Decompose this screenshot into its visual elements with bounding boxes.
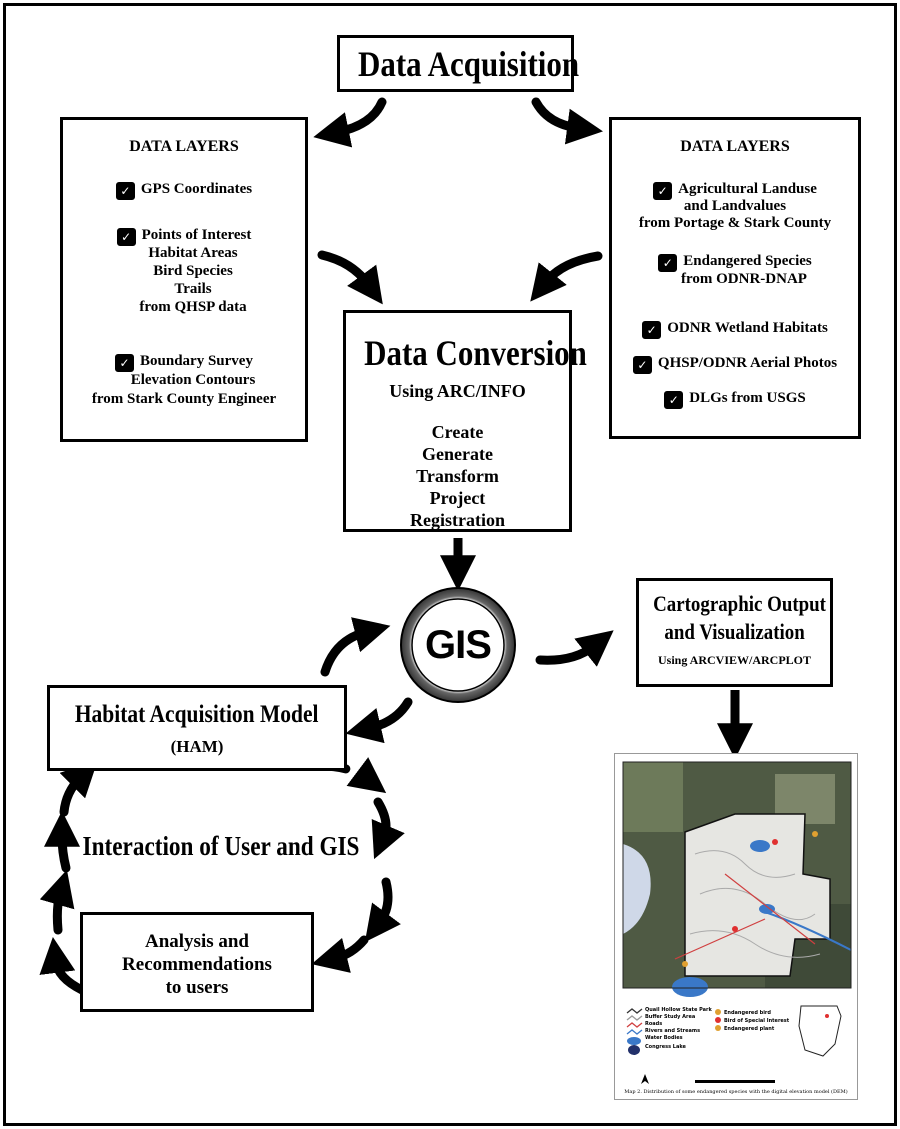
left-layer-poi-4: Trails (174, 281, 212, 297)
analysis-line-2: Recommendations (122, 954, 272, 975)
legend-item: Bird of Special Interest (724, 1018, 790, 1024)
checkbox-icon: ✓ (115, 354, 135, 372)
left-layer-survey-2: Elevation Contours (130, 372, 256, 388)
legend-item: Quail Hollow State Park (645, 1007, 712, 1013)
ham-box: Habitat Acquisition Model (HAM) (47, 685, 347, 771)
conversion-subtitle: Using ARC/INFO (389, 381, 526, 401)
conversion-step-transform: Transform (416, 466, 499, 486)
conversion-step-registration: Registration (410, 510, 505, 530)
legend-item: Rivers and Streams (645, 1028, 701, 1034)
title-box: Data Acquisition (337, 35, 580, 92)
ham-subtitle: (HAM) (170, 737, 224, 756)
arrow-cycle-right-2 (371, 797, 405, 860)
arrow-cycle-left-4 (59, 760, 98, 817)
arrow-left-to-conversion (317, 250, 383, 305)
outer-frame (3, 3, 897, 1126)
right-layer-species-1: ✓Endangered Species (612, 252, 858, 272)
left-layer-poi-1: ✓Points of Interest (63, 226, 305, 246)
output-subtitle: Using ARCVIEW/ARCPLOT (657, 653, 812, 667)
left-layer-gps: ✓GPS Coordinates (63, 180, 305, 200)
page-title: Data Acquisition (357, 44, 580, 84)
arrow-cycle-left-2 (39, 869, 75, 935)
checkbox-icon: ✓ (115, 182, 135, 200)
conversion-step-project: Project (429, 488, 486, 508)
output-title-2: and Visualization (664, 619, 805, 644)
gis-label: GIS (425, 623, 492, 667)
legend-item: Roads (645, 1021, 663, 1027)
conversion-title: Data Conversion (364, 333, 587, 373)
arrow-cycle-left-3 (44, 810, 81, 873)
checkbox-icon: ✓ (116, 228, 136, 246)
arrow-title-to-right (531, 97, 603, 145)
left-layer-survey-3: from Stark County Engineer (91, 391, 277, 407)
right-layer-ag-2: and Landvalues (683, 198, 787, 214)
legend-item: Congress Lake (645, 1044, 686, 1050)
legend-item: Endangered bird (724, 1010, 771, 1016)
map-image (622, 761, 852, 1084)
output-box: Cartographic Output and Visualization Us… (636, 578, 833, 687)
arrow-title-to-left (313, 97, 387, 148)
conversion-step-generate: Generate (422, 444, 493, 464)
conversion-step-create: Create (431, 422, 484, 442)
arrow-gis-to-output (535, 630, 614, 667)
interaction-label: Interaction of User and GIS (82, 831, 360, 861)
right-layer-dlg: ✓DLGs from USGS (612, 389, 858, 409)
map-thumbnail: Quail Hollow State Park Buffer Study Are… (614, 753, 858, 1100)
checkbox-icon: ✓ (632, 356, 652, 374)
checkbox-icon: ✓ (653, 182, 673, 200)
arrow-right-to-conversion (530, 251, 603, 302)
checkbox-icon: ✓ (658, 254, 678, 272)
left-layer-poi-3: Bird Species (153, 263, 233, 279)
data-conversion-box: Data Conversion Using ARC/INFO Create Ge… (343, 310, 587, 532)
checkbox-icon: ✓ (664, 391, 684, 409)
legend-item: Endangered plant (724, 1026, 775, 1032)
legend-item: Buffer Study Area (645, 1014, 696, 1020)
analysis-box: Analysis and Recommendations to users (80, 912, 314, 1012)
left-data-layers-box: DATA LAYERS ✓GPS Coordinates ✓Points of … (60, 117, 308, 442)
map-legend-left: Quail Hollow State Park Buffer Study Are… (645, 1007, 712, 1051)
right-layer-species-2: from ODNR-DNAP (681, 271, 807, 287)
right-layer-wetland: ✓ODNR Wetland Habitats (612, 319, 858, 339)
right-data-layers-box: DATA LAYERS ✓Agricultural Landuse and La… (609, 117, 861, 439)
map-legend-right: Endangered bird Bird of Special Interest… (724, 1009, 789, 1033)
arrow-cycle-right-4 (311, 935, 369, 973)
arrow-cycle-left-1 (39, 936, 87, 995)
right-layer-ag-3: from Portage & Stark County (638, 215, 832, 231)
left-layer-survey-1: ✓Boundary Survey (63, 352, 305, 372)
arrow-cycle-right-3 (364, 877, 401, 943)
ham-title: Habitat Acquisition Model (75, 701, 319, 728)
left-layer-poi-2: Habitat Areas (148, 245, 238, 261)
arrow-gis-to-ham (345, 697, 413, 744)
right-layer-aerial: ✓QHSP/ODNR Aerial Photos (612, 354, 858, 374)
legend-item: Water Bodies (645, 1035, 683, 1041)
output-title-1: Cartographic Output (653, 591, 826, 616)
right-layer-ag-1: ✓Agricultural Landuse (612, 180, 858, 200)
checkbox-icon: ✓ (642, 321, 662, 339)
analysis-line-1: Analysis and (144, 931, 250, 952)
left-layer-poi-5: from QHSP data (139, 299, 247, 315)
arrow-ham-to-gis (320, 617, 391, 677)
map-caption: Map 2. Distribution of some endangered s… (624, 1089, 848, 1095)
right-layers-heading: DATA LAYERS (680, 138, 790, 155)
analysis-line-3: to users (165, 977, 229, 998)
left-layers-heading: DATA LAYERS (129, 138, 239, 155)
